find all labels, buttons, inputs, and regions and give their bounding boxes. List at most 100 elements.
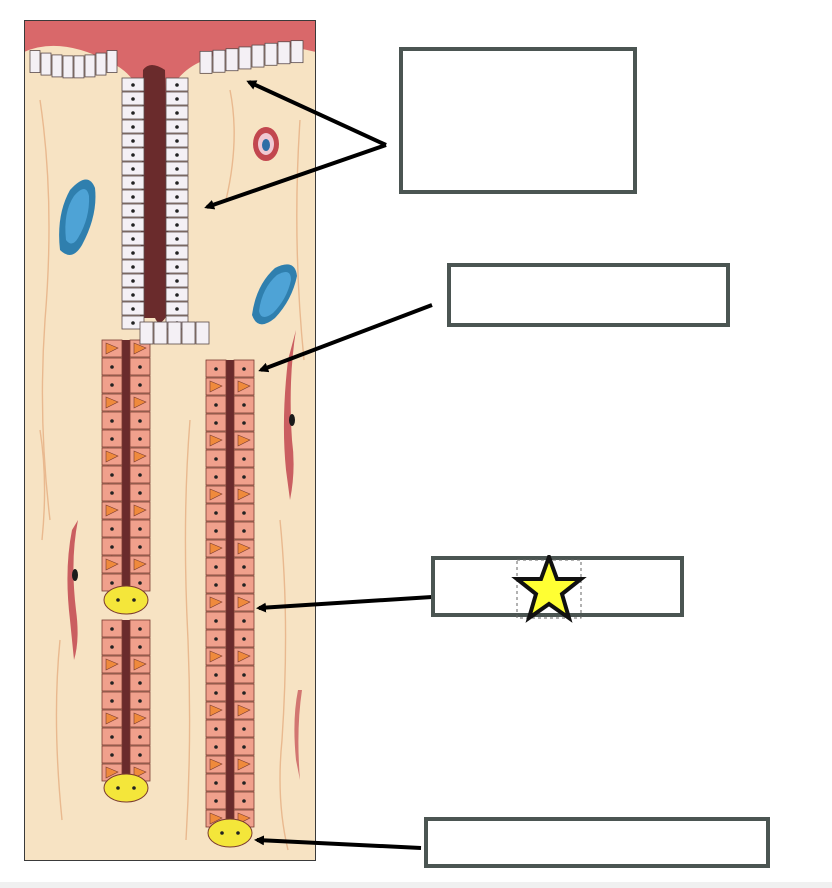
surface-cell-nucleus: [175, 83, 179, 87]
surface-cell-nucleus: [131, 111, 135, 115]
label-box-bottom[interactable]: [424, 817, 770, 868]
gland-left-upper-nucleus: [138, 545, 142, 549]
surface-cell: [29, 50, 41, 73]
fiber-6: [39, 429, 46, 541]
gland-left-lower-nucleus: [110, 645, 114, 649]
gland-right-lumen: [226, 360, 234, 845]
label-box-top[interactable]: [399, 47, 637, 194]
gland-right-parietal-cell: [237, 704, 251, 717]
vein-right-inner: [259, 271, 291, 318]
gland-left-upper-lumen: [122, 340, 130, 612]
gland-right-nucleus: [214, 799, 218, 803]
surface-cell: [238, 46, 252, 70]
gland-right-parietal-cell: [209, 650, 223, 663]
histology-panel: [24, 20, 316, 861]
gland-left-upper-base-cells: [103, 585, 149, 615]
isthmus-cell: [153, 321, 168, 345]
gland-left-upper-parietal-cell: [133, 450, 147, 463]
gland-left-lower-nucleus: [110, 627, 114, 631]
gland-left-lower-nucleus: [138, 735, 142, 739]
gland-left-lower-parietal-cell: [133, 712, 147, 725]
surface-cell: [73, 55, 85, 79]
surface-cell-nucleus: [131, 153, 135, 157]
gland-left-upper-nucleus: [138, 473, 142, 477]
isthmus-cell: [139, 321, 154, 345]
gland-right-parietal-cell: [237, 434, 251, 447]
gland-right-nucleus: [214, 475, 218, 479]
surface-cell-nucleus: [131, 307, 135, 311]
gland-left-lower-parietal-cell: [133, 766, 147, 779]
gland-right-nucleus: [214, 457, 218, 461]
gland-right-nucleus: [242, 529, 246, 533]
arrow-1a: [246, 80, 387, 147]
gland-left-upper-nucleus: [138, 491, 142, 495]
surface-cell: [225, 48, 239, 72]
surface-cell: [95, 52, 107, 76]
star-icon[interactable]: [511, 555, 587, 623]
surface-cell: [51, 54, 63, 78]
gland-right-parietal-cell: [209, 488, 223, 501]
smooth-muscle-right: [283, 330, 296, 500]
surface-cell-nucleus: [131, 321, 135, 325]
gland-left-lower-nucleus: [110, 681, 114, 685]
surface-cell-nucleus: [175, 209, 179, 213]
gland-right-nucleus: [242, 781, 246, 785]
gland-left-upper-nucleus: [138, 419, 142, 423]
gland-right-parietal-cell: [209, 758, 223, 771]
gland-right-nucleus: [242, 583, 246, 587]
surface-cell-nucleus: [131, 209, 135, 213]
gland-right-nucleus: [214, 673, 218, 677]
gland-left-upper-nucleus: [138, 383, 142, 387]
surface-cell-nucleus: [175, 237, 179, 241]
gastric-pit-lumen: [140, 65, 170, 323]
surface-cell: [40, 52, 52, 76]
arrow-2: [258, 303, 433, 373]
gland-right-parietal-cell: [209, 434, 223, 447]
gland-left-upper-nucleus: [110, 437, 114, 441]
surface-cell-nucleus: [175, 139, 179, 143]
gland-right-parietal-cell: [209, 542, 223, 555]
gland-right-nucleus: [242, 421, 246, 425]
gland-left-upper-nucleus: [110, 491, 114, 495]
gland-left-upper-nucleus: [110, 365, 114, 369]
surface-cell-nucleus: [175, 293, 179, 297]
surface-cell-nucleus: [131, 293, 135, 297]
surface-cell-nucleus: [131, 167, 135, 171]
gland-left-upper-parietal-cell: [105, 342, 119, 355]
fiber-5: [279, 519, 289, 851]
gland-left-lower-base-cells: [103, 773, 149, 803]
gland-left-upper-nucleus: [110, 581, 114, 585]
gland-epithelium: [101, 321, 255, 848]
fiber-2: [184, 419, 191, 841]
surface-cell-nucleus: [175, 307, 179, 311]
gland-left-lower-lumen: [122, 620, 130, 800]
gland-right-nucleus: [214, 691, 218, 695]
surface-cell-nucleus: [131, 139, 135, 143]
gland-left-lower-nucleus: [138, 645, 142, 649]
gland-left-upper-parietal-cell: [133, 342, 147, 355]
surface-cell: [251, 44, 265, 68]
surface-cell-nucleus: [175, 167, 179, 171]
surface-cell-nucleus: [175, 97, 179, 101]
gland-left-upper-nucleus: [110, 527, 114, 531]
pointer-arrows: [204, 80, 433, 850]
gland-right-nucleus: [242, 565, 246, 569]
gland-right-nucleus: [242, 403, 246, 407]
gland-left-lower-parietal-cell: [105, 766, 119, 779]
gland-right-nucleus: [242, 367, 246, 371]
surface-cell-nucleus: [131, 125, 135, 129]
gland-left-lower-nucleus: [110, 735, 114, 739]
surface-cell-nucleus: [175, 223, 179, 227]
gland-left-upper-nucleus: [110, 383, 114, 387]
label-box-second[interactable]: [447, 263, 730, 327]
fiber-7: [225, 89, 235, 201]
gland-right-parietal-cell: [237, 650, 251, 663]
gland-left-upper-parietal-cell: [105, 450, 119, 463]
gland-right-nucleus: [214, 511, 218, 515]
gland-left-lower-nucleus: [138, 699, 142, 703]
fiber-0: [39, 99, 51, 521]
fiber-3: [296, 119, 305, 361]
gland-right-nucleus: [214, 583, 218, 587]
arrow-4: [254, 835, 422, 850]
